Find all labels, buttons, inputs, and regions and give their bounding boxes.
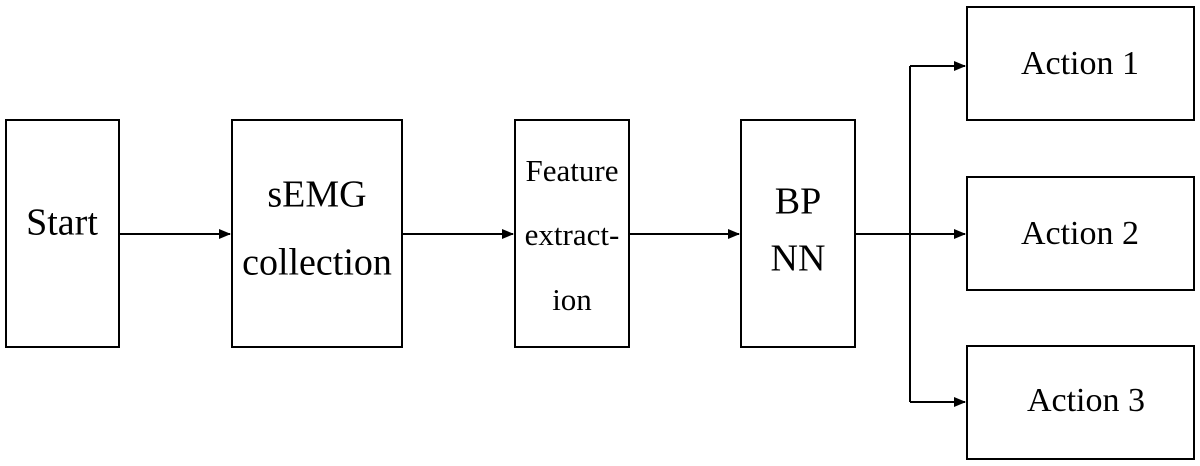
node-action-1: Action 1 bbox=[966, 6, 1195, 121]
node-semg-line-1: sEMG bbox=[267, 174, 366, 216]
node-bpnn-line-2: NN bbox=[771, 238, 826, 280]
node-feature-extraction: Feature extract- ion bbox=[514, 119, 630, 348]
node-bpnn-line-1: BP bbox=[775, 181, 821, 223]
node-feature-line-1: Feature bbox=[526, 153, 619, 188]
node-start: Start bbox=[5, 119, 120, 348]
node-action-3: Action 3 bbox=[966, 345, 1195, 460]
node-action-3-label: Action 3 bbox=[1027, 382, 1145, 419]
node-start-line-1: Start bbox=[26, 202, 98, 244]
node-bp-nn: BP NN bbox=[740, 119, 856, 348]
node-semg-collection: sEMG collection bbox=[231, 119, 403, 348]
node-semg-line-2: collection bbox=[242, 242, 392, 284]
connectors bbox=[119, 61, 966, 407]
node-action-2-label: Action 2 bbox=[1021, 215, 1139, 252]
node-feature-line-3: ion bbox=[552, 282, 592, 317]
node-action-2: Action 2 bbox=[966, 176, 1195, 291]
node-feature-line-2: extract- bbox=[525, 217, 620, 252]
node-action-1-label: Action 1 bbox=[1021, 45, 1139, 82]
